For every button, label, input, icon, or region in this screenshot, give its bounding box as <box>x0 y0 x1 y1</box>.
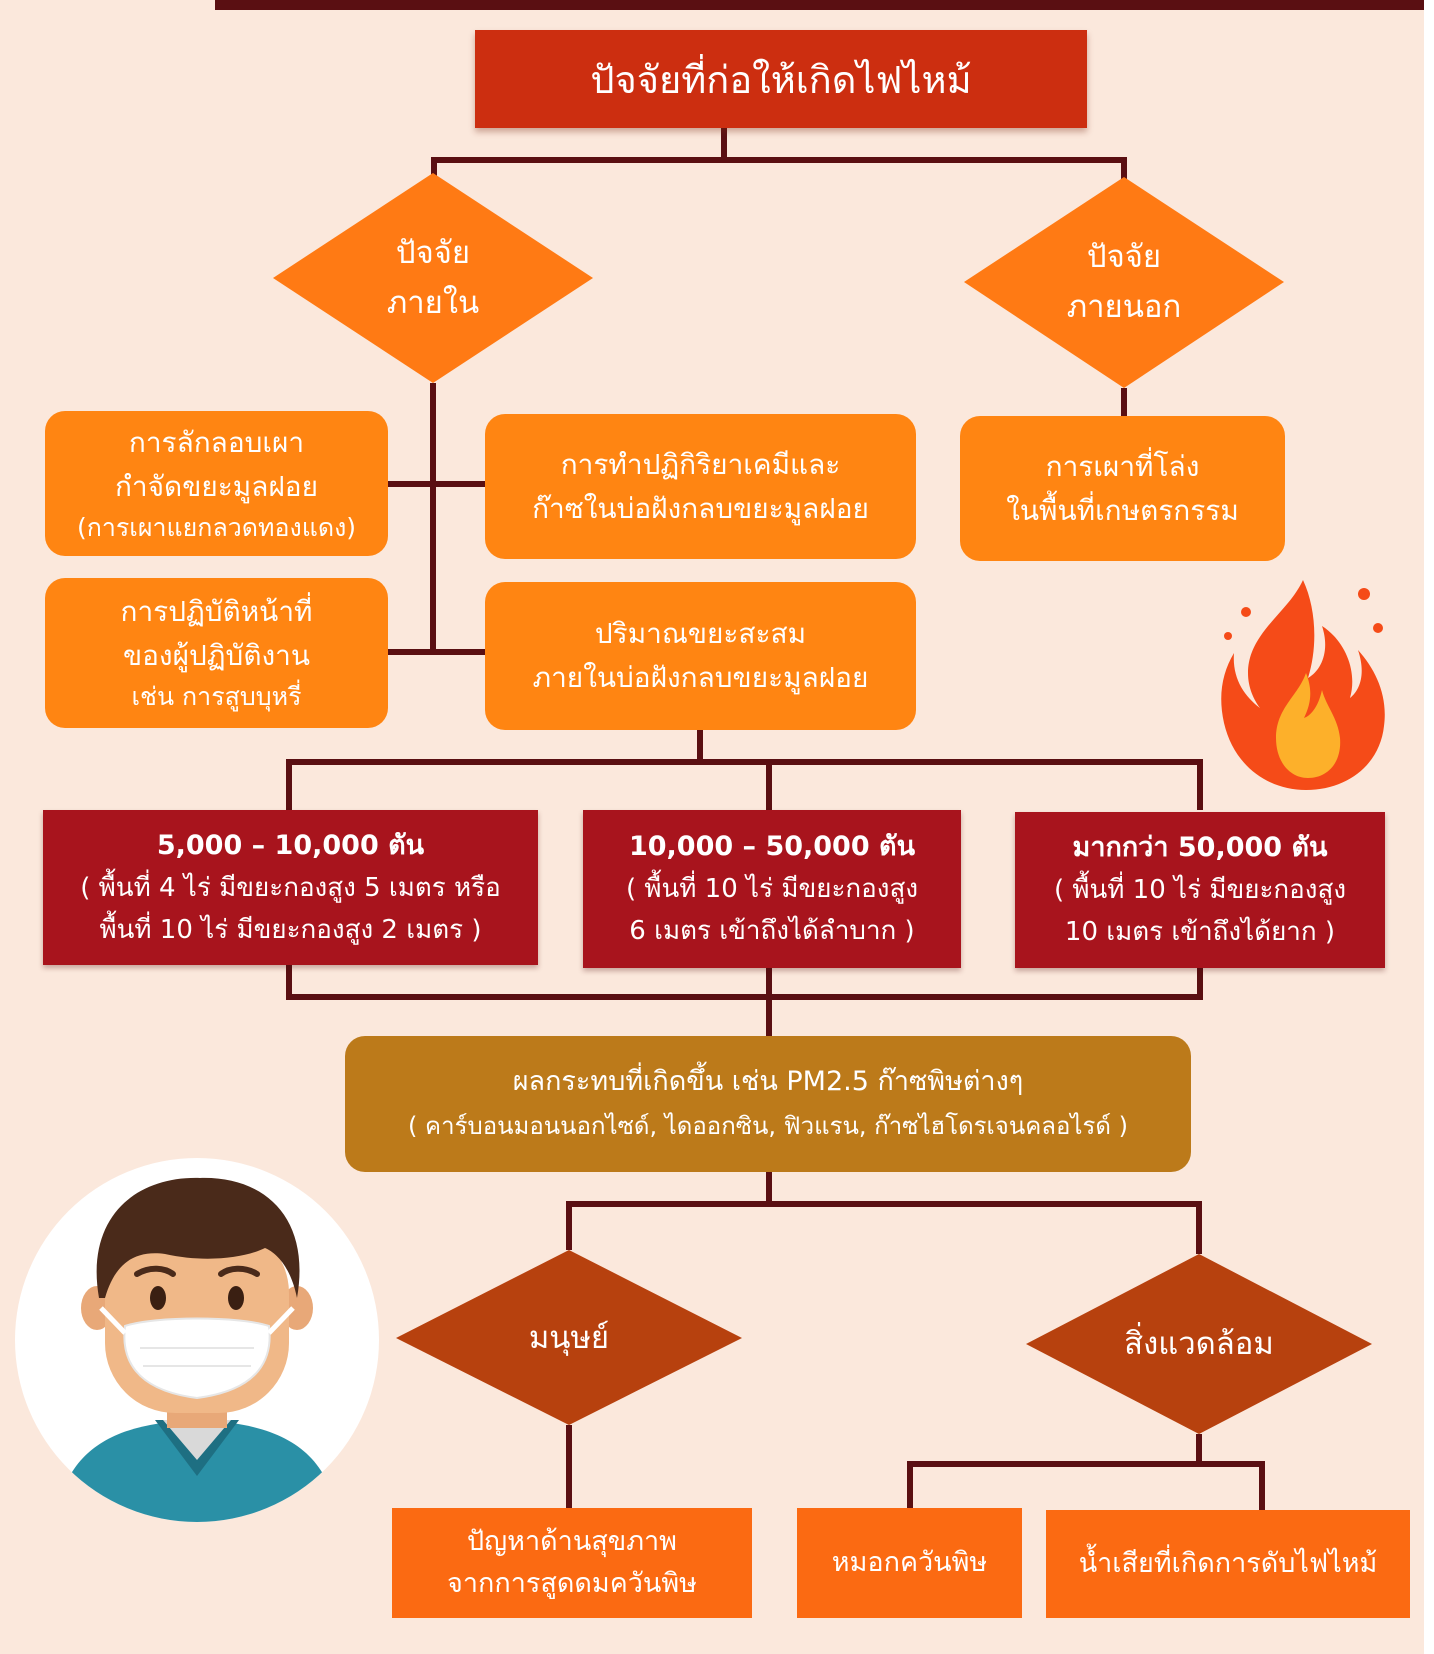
cause-note: เช่น การสูบบุหรี่ <box>131 682 302 711</box>
human-label: มนุษย์ <box>469 1313 669 1363</box>
human-diamond <box>396 1250 742 1425</box>
man-with-mask-illustration <box>15 1158 379 1522</box>
health-line: ปัญหาด้านสุขภาพ <box>467 1526 677 1557</box>
impact-title: ผลกระทบที่เกิดขึ้น เช่น PM2.5 ก๊าซพิษต่า… <box>512 1066 1024 1097</box>
quantity-detail: ( พื้นที่ 10 ไร่ มีขยะกองสูง <box>1053 875 1347 905</box>
toxic-smoke-text: หมอกควันพิษ <box>831 1547 988 1578</box>
cause-open-burning: การเผาที่โล่ง ในพื้นที่เกษตรกรรม <box>960 416 1285 561</box>
cause-line: การทำปฏิกิริยาเคมีและ <box>560 447 841 481</box>
quantity-10000-50000: 10,000 – 50,000 ตัน ( พื้นที่ 10 ไร่ มีข… <box>583 810 961 968</box>
quantity-amount: 10,000 – 50,000 ตัน <box>628 831 916 862</box>
impact-box: ผลกระทบที่เกิดขึ้น เช่น PM2.5 ก๊าซพิษต่า… <box>345 1036 1191 1172</box>
impact-detail: ( คาร์บอนมอนนอกไซด์, ไดออกซิน, ฟิวแรน, ก… <box>408 1112 1128 1140</box>
internal-factor-line1: ปัจจัย <box>395 235 471 271</box>
internal-factor-diamond <box>273 173 593 383</box>
wastewater-box: น้ำเสียที่เกิดการดับไฟไหม้ <box>1046 1510 1410 1618</box>
title-text: ปัจจัยที่ก่อให้เกิดไฟไหม้ <box>590 57 972 102</box>
page-title: ปัจจัยที่ก่อให้เกิดไฟไหม้ <box>475 30 1087 128</box>
health-line: จากการสูดดมควันพิษ <box>447 1568 697 1599</box>
internal-factor-label: ปัจจัย ภายใน <box>333 228 533 328</box>
cause-line: กำจัดขยะมูลฝอย <box>114 469 319 503</box>
cause-waste-accumulation: ปริมาณขยะสะสม ภายในบ่อฝังกลบขยะมูลฝอย <box>485 582 916 730</box>
quantity-amount: มากกว่า 50,000 ตัน <box>1072 832 1328 863</box>
environment-text: สิ่งแวดล้อม <box>1124 1326 1274 1362</box>
internal-factor-line2: ภายใน <box>386 285 480 321</box>
quantity-detail: 10 เมตร เข้าถึงได้ยาก ) <box>1064 917 1336 947</box>
cause-line: ก๊าซในบ่อฝังกลบขยะมูลฝอย <box>532 491 869 525</box>
external-factor-diamond <box>964 177 1284 388</box>
page-edge <box>1424 0 1434 1654</box>
cause-line: การลักลอบเผา <box>128 425 305 459</box>
fire-icon <box>1221 580 1385 790</box>
quantity-amount: 5,000 – 10,000 ตัน <box>156 829 425 861</box>
health-problem-box: ปัญหาด้านสุขภาพ จากการสูดดมควันพิษ <box>392 1508 752 1618</box>
cause-line: ปริมาณขยะสะสม <box>594 617 807 650</box>
quantity-detail: พื้นที่ 10 ไร่ มีขยะกองสูง 2 เมตร ) <box>99 914 482 945</box>
cause-line: การเผาที่โล่ง <box>1045 449 1200 483</box>
quantity-5000-10000: 5,000 – 10,000 ตัน ( พื้นที่ 4 ไร่ มีขยะ… <box>43 810 538 965</box>
top-bar <box>215 0 1434 10</box>
toxic-smoke-box: หมอกควันพิษ <box>797 1508 1022 1618</box>
quantity-over-50000: มากกว่า 50,000 ตัน ( พื้นที่ 10 ไร่ มีขย… <box>1015 812 1385 968</box>
quantity-detail: 6 เมตร เข้าถึงได้ลำบาก ) <box>629 916 915 946</box>
wastewater-text: น้ำเสียที่เกิดการดับไฟไหม้ <box>1078 1548 1378 1579</box>
cause-line: การปฏิบัติหน้าที่ <box>120 595 313 628</box>
external-factor-line1: ปัจจัย <box>1086 239 1162 275</box>
cause-note: (การเผาแยกลวดทองแดง) <box>76 512 357 542</box>
external-factor-label: ปัจจัย ภายนอก <box>1024 232 1224 332</box>
cause-line: ภายในบ่อฝังกลบขยะมูลฝอย <box>532 661 869 694</box>
environment-diamond <box>1026 1254 1372 1434</box>
cause-line: ในพื้นที่เกษตรกรรม <box>1006 493 1239 527</box>
external-factor-line2: ภายนอก <box>1066 289 1182 325</box>
human-text: มนุษย์ <box>528 1320 610 1356</box>
quantity-detail: ( พื้นที่ 4 ไร่ มีขยะกองสูง 5 เมตร หรือ <box>80 872 501 903</box>
cause-illegal-burning: การลักลอบเผา กำจัดขยะมูลฝอย (การเผาแยกลว… <box>45 411 388 556</box>
cause-line: ของผู้ปฏิบัติงาน <box>122 639 311 672</box>
environment-label: สิ่งแวดล้อม <box>1079 1319 1319 1369</box>
cause-chemical-reaction: การทำปฏิกิริยาเคมีและ ก๊าซในบ่อฝังกลบขยะ… <box>485 414 916 559</box>
cause-worker-duty: การปฏิบัติหน้าที่ ของผู้ปฏิบัติงาน เช่น … <box>45 578 388 728</box>
quantity-detail: ( พื้นที่ 10 ไร่ มีขยะกองสูง <box>625 874 919 904</box>
